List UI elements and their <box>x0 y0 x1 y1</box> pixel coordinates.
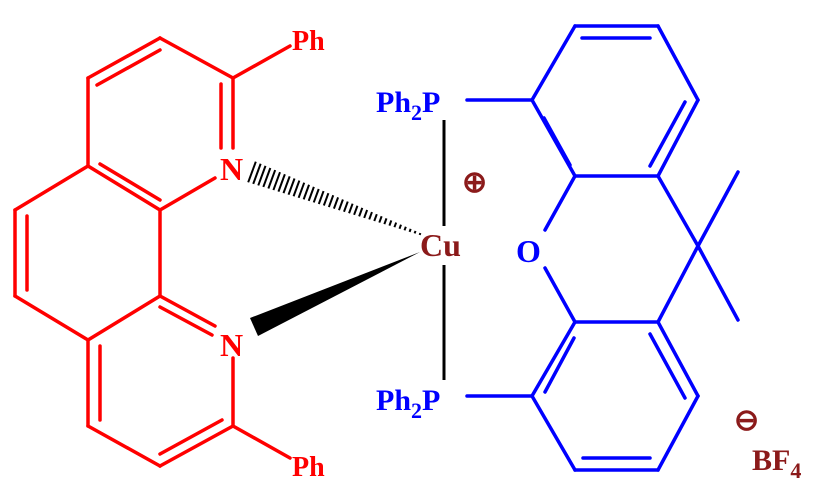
anion-charge: ⊖ <box>734 404 759 437</box>
n-top-label: N <box>220 151 243 187</box>
hash-stroke <box>262 167 272 188</box>
atom-labels: Ph Ph N N Cu ⊕ Ph2P Ph2P O ⊖ BF4 <box>220 26 801 483</box>
p-top-subscript: 2 <box>411 100 422 125</box>
hash-stroke <box>368 211 373 220</box>
metal-bonds <box>247 120 446 380</box>
hash-stroke <box>378 215 383 223</box>
hash-stroke <box>383 218 388 225</box>
hash-stroke <box>338 199 344 211</box>
hash-stroke <box>403 226 407 231</box>
anion-bf: BF <box>752 444 790 477</box>
hash-stroke <box>282 176 291 194</box>
hash-stroke <box>332 197 340 209</box>
p-bottom-label: Ph2P <box>376 384 440 423</box>
p-bottom-subscript: 2 <box>411 398 422 423</box>
ph-bottom-label: Ph <box>292 452 325 483</box>
cationic-charge: ⊕ <box>462 166 487 199</box>
hash-stroke <box>287 178 296 196</box>
anion-subscript: 4 <box>790 458 801 483</box>
hash-stroke <box>398 224 402 230</box>
hash-stroke <box>257 165 267 186</box>
hash-stroke <box>322 192 330 206</box>
p-top-atom: P <box>422 86 440 119</box>
hashed-wedge-bond <box>247 161 422 236</box>
hash-stroke <box>358 207 364 217</box>
hash-stroke <box>272 171 281 191</box>
hash-stroke <box>277 173 286 192</box>
hash-stroke <box>247 161 257 183</box>
hash-stroke <box>327 194 335 208</box>
hash-stroke <box>297 182 306 199</box>
hash-stroke <box>267 169 277 189</box>
phenanthroline-ligand <box>13 36 292 468</box>
hash-stroke <box>292 180 301 197</box>
hash-stroke <box>312 188 320 203</box>
hash-stroke <box>393 222 398 228</box>
hash-stroke <box>348 203 354 214</box>
hash-stroke <box>307 186 315 202</box>
hash-stroke <box>418 232 422 236</box>
ph-top-label: Ph <box>292 26 325 57</box>
anion-label: BF4 <box>752 444 801 483</box>
hash-stroke <box>373 213 378 222</box>
hash-stroke <box>317 190 325 205</box>
xantphos-ligand <box>465 24 740 472</box>
p-bottom-atom: P <box>422 384 440 417</box>
hash-stroke <box>302 184 310 200</box>
solid-wedge-bond <box>250 252 420 336</box>
p-bottom-ph: Ph <box>376 384 411 417</box>
hash-stroke <box>388 220 393 226</box>
p-top-label: Ph2P <box>376 86 440 125</box>
cu-label: Cu <box>420 227 461 263</box>
n-bottom-label: N <box>220 327 243 363</box>
hash-stroke <box>413 230 417 234</box>
hash-stroke <box>343 201 349 213</box>
p-top-ph: Ph <box>376 86 411 119</box>
hash-stroke <box>408 228 412 233</box>
hash-stroke <box>252 163 262 185</box>
oxygen-label: O <box>516 233 541 269</box>
hash-stroke <box>363 209 369 219</box>
hash-stroke <box>353 205 359 216</box>
